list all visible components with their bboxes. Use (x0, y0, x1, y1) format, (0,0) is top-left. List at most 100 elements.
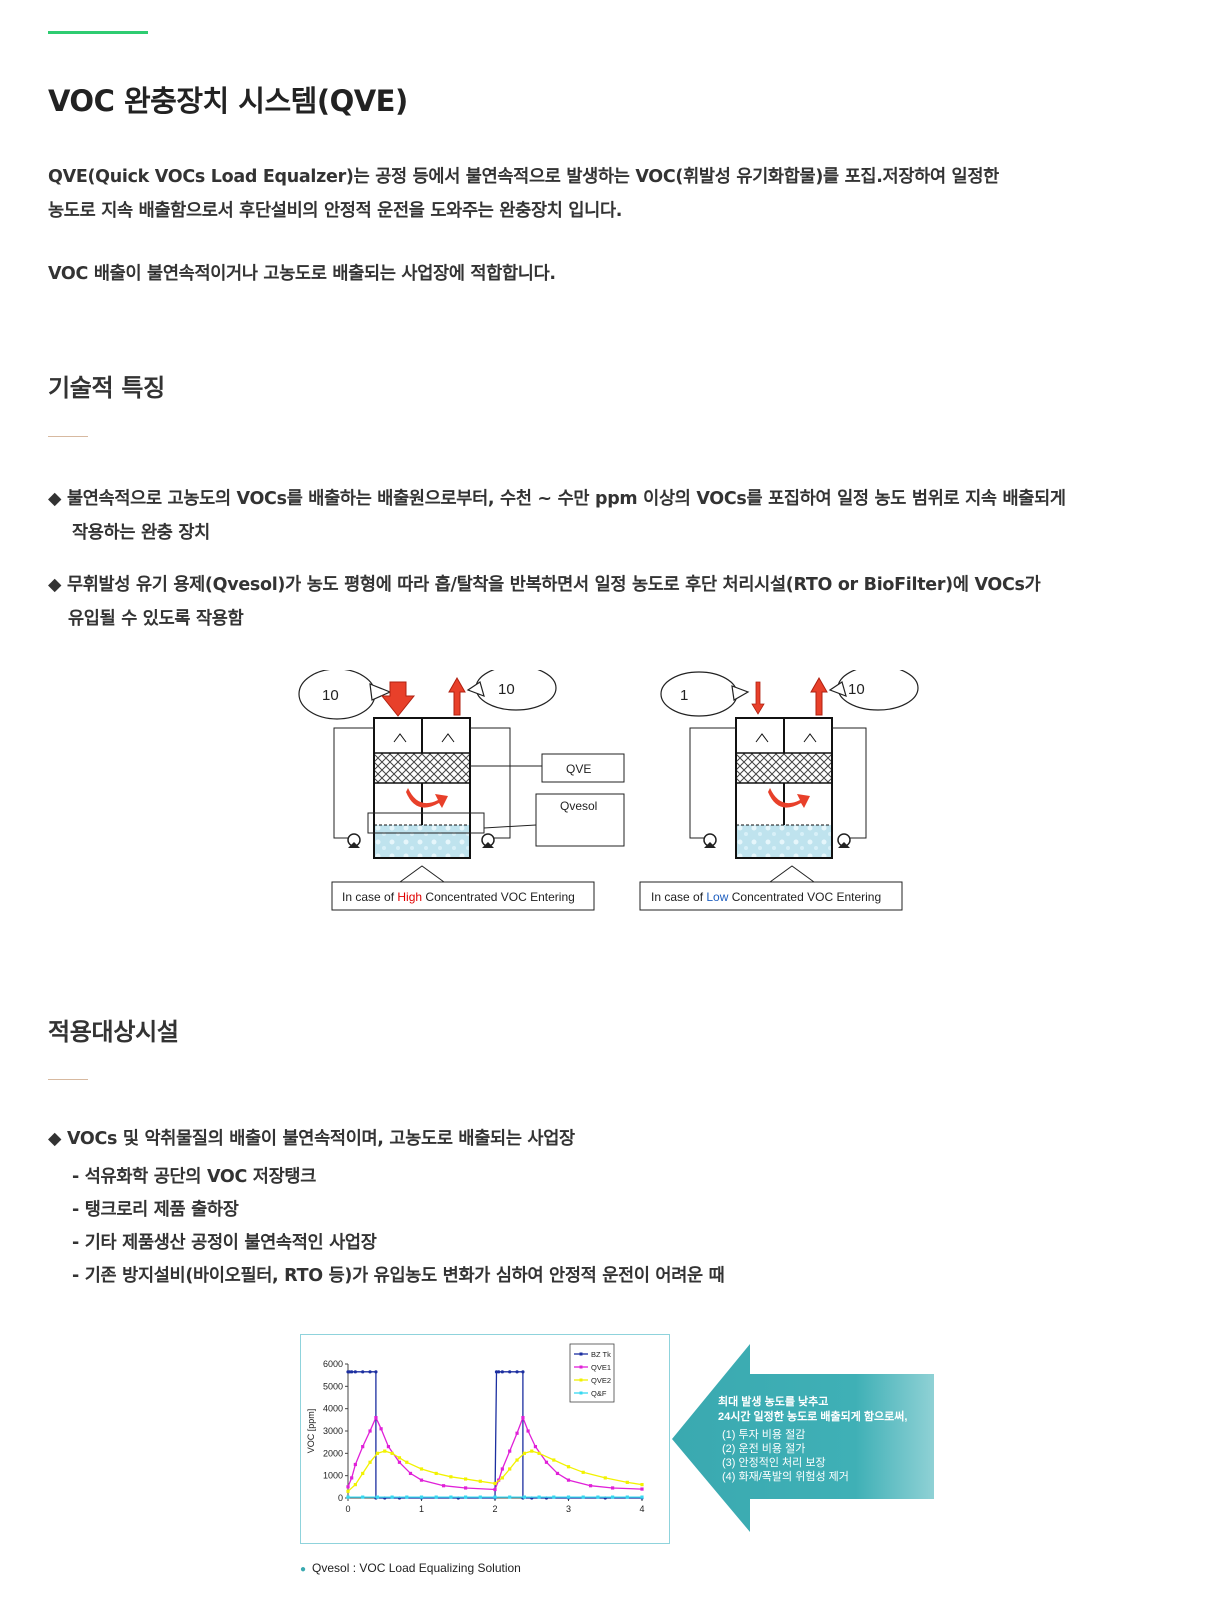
chart-point (441, 1484, 446, 1488)
chart-point (521, 1370, 525, 1374)
chart-point (515, 1458, 519, 1462)
chart-point (515, 1370, 519, 1374)
chart-point (640, 1495, 644, 1499)
chart-point (408, 1471, 413, 1476)
chart-point (478, 1495, 482, 1499)
right-outflow-arrow-icon (810, 676, 828, 716)
left-circulation-arrow-icon (406, 788, 448, 808)
targets-heading: 적용대상시설 (48, 1018, 179, 1046)
right-circulation-arrow-icon (768, 788, 810, 808)
left-caption-box (331, 881, 595, 911)
chart-point (522, 1451, 526, 1455)
chart-point (508, 1495, 512, 1499)
chart-y-tick-label: 1000 (323, 1471, 343, 1481)
chart-point (449, 1475, 453, 1479)
left-in-value: 10 (322, 687, 339, 704)
chart-point (379, 1427, 383, 1431)
chart-point (497, 1370, 501, 1374)
chart-y-tick-label: 6000 (323, 1359, 343, 1369)
chart-point (419, 1478, 424, 1482)
chart-legend-label: BZ Tk (591, 1350, 611, 1359)
chart-point (493, 1487, 497, 1492)
left-out-bubble-tail (466, 681, 485, 697)
intro-line-1: QVE(Quick VOCs Load Equalzer)는 공정 등에서 불연… (48, 167, 999, 187)
chart-point (588, 1484, 593, 1488)
chart-point (581, 1470, 585, 1474)
chart-y-tick-label: 5000 (323, 1381, 343, 1391)
intro-line-3: VOC 배출이 불연속적이거나 고농도로 배출되는 사업장에 적합합니다. (48, 264, 556, 284)
chart-point (493, 1481, 497, 1486)
diagram-left-unit: 10 10 QVE Qvesol In case of High Concent… (298, 670, 625, 911)
chart-point (508, 1467, 512, 1471)
targets-rule (48, 1079, 88, 1080)
qve-label-box (541, 753, 625, 783)
chart-point (537, 1495, 541, 1499)
left-outflow-arrow-icon (448, 676, 466, 716)
chart-point (566, 1465, 571, 1469)
chart-point (533, 1445, 538, 1449)
chart-point (374, 1370, 378, 1374)
feature-bullet-1: ◆ 불연속적으로 고농도의 VOCs를 배출하는 배출원으로부터, 수천 ~ 수… (48, 489, 1066, 509)
chart-point (555, 1471, 560, 1476)
chart-point (521, 1416, 525, 1420)
chart-legend-label: Q&F (591, 1389, 607, 1398)
chart-point (346, 1489, 350, 1493)
target-bullet: ◆ VOCs 및 악취물질의 배출이 불연속적이며, 고농도로 배출되는 사업장 (48, 1129, 575, 1149)
left-out-value: 10 (498, 681, 515, 698)
callout-line-1: 최대 발생 농도를 낮추고 (718, 1394, 828, 1408)
chart-y-tick-label: 3000 (323, 1426, 343, 1436)
chart-y-axis-label: VOC [ppm] (306, 1409, 316, 1454)
chart-point (347, 1370, 352, 1374)
chart-point (640, 1483, 644, 1487)
chart-point (566, 1495, 571, 1499)
chart-x-tick-label: 2 (492, 1504, 497, 1514)
chart-point (464, 1486, 468, 1490)
chart-point (368, 1429, 372, 1433)
qve-process-diagram: 10 10 QVE Qvesol In case of High Concent… (298, 670, 919, 911)
chart-point (346, 1485, 350, 1489)
chart-point (515, 1431, 519, 1435)
feature-bullet-1-cont: 작용하는 완충 장치 (72, 523, 210, 543)
chart-point (375, 1495, 379, 1499)
chart-point (544, 1460, 549, 1464)
right-caption: In case of Low Concentrated VOC Entering (651, 890, 881, 904)
chart-point (361, 1495, 365, 1499)
features-rule (48, 436, 88, 437)
target-item-4: - 기존 방지설비(바이오필터, RTO 등)가 유입농도 변화가 심하여 안정… (72, 1266, 725, 1286)
chart-point (581, 1495, 585, 1499)
chart-point (353, 1483, 357, 1487)
right-qve-bed (737, 753, 831, 783)
chart-point (368, 1370, 372, 1374)
chart-point (526, 1429, 530, 1433)
chart-legend-label: QVE2 (591, 1376, 611, 1385)
chart-point (522, 1495, 526, 1499)
diagram-right-unit: 1 10 In case of Low Concentrated VOC Ent… (639, 670, 919, 911)
right-in-value: 1 (680, 687, 688, 704)
callout-item-3: (3) 안정적인 처리 보장 (722, 1456, 826, 1469)
chart-point (434, 1495, 438, 1499)
chart-point (493, 1495, 497, 1499)
chart-point (361, 1471, 365, 1476)
chart-point (625, 1480, 629, 1484)
chart-point (386, 1445, 391, 1449)
right-qvesol-liquid (737, 825, 831, 857)
chart-point (552, 1495, 556, 1499)
qvesol-label: Qvesol (560, 799, 597, 813)
chart-point (434, 1471, 438, 1476)
callout-item-2: (2) 운전 비용 절가 (722, 1442, 805, 1455)
left-qve-bed (375, 753, 469, 783)
chart-point (596, 1495, 600, 1499)
chart-point (494, 1370, 499, 1374)
chart-x-tick-label: 1 (419, 1504, 424, 1514)
chart-point (361, 1370, 365, 1374)
top-accent-bar (48, 31, 148, 34)
chart-point (611, 1495, 615, 1499)
page-title: VOC 완충장치 시스템(QVE) (48, 84, 408, 118)
chart-y-tick-label: 0 (338, 1493, 343, 1503)
chart-y-tick-label: 4000 (323, 1404, 343, 1414)
chart-point (374, 1416, 378, 1420)
left-caption: In case of High Concentrated VOC Enterin… (342, 890, 575, 904)
chart-point (625, 1495, 629, 1499)
chart-point (350, 1370, 354, 1374)
